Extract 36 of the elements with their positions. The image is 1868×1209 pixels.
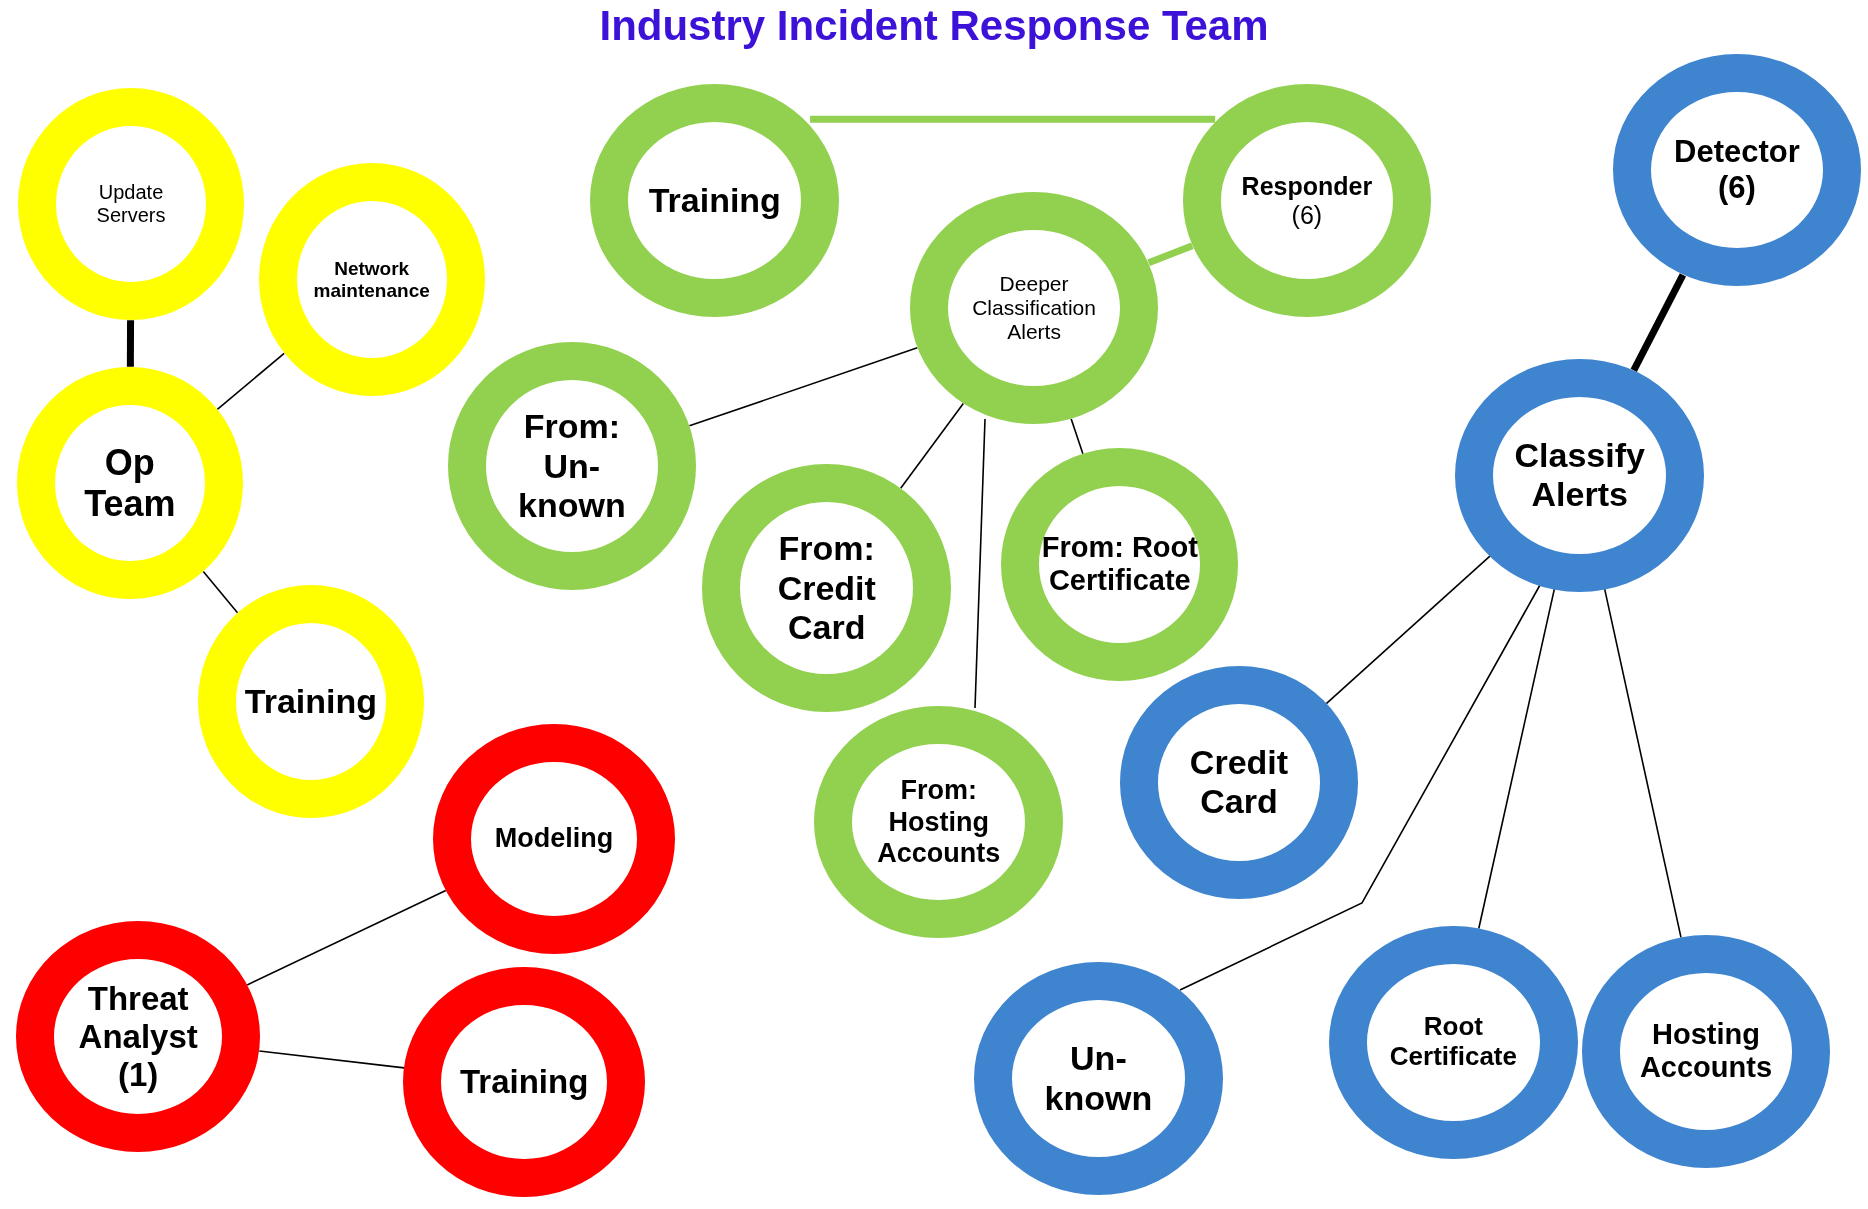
node-label: Deeper Classification Alerts <box>971 271 1097 345</box>
node-label: Responder (6) <box>1240 171 1374 230</box>
connector-line <box>899 402 965 489</box>
connector-line <box>216 352 285 411</box>
node-label: Update Servers <box>95 180 167 227</box>
connector-line <box>688 347 919 427</box>
node-label: From: Hosting Accounts <box>876 775 1002 869</box>
node-label: Hosting Accounts <box>1638 1018 1774 1085</box>
node-label: Network maintenance <box>312 257 431 302</box>
node-label: Training <box>244 681 378 721</box>
node-label: Credit Card <box>1188 743 1290 822</box>
node-label: From: Credit Card <box>776 529 877 647</box>
node-label: Un-known <box>1043 1039 1154 1118</box>
node-label: Detector (6) <box>1673 134 1801 206</box>
connector-line <box>974 418 986 709</box>
connector-line <box>1070 418 1084 455</box>
connector-line <box>1603 588 1682 939</box>
node-label: From: Un-known <box>517 407 627 525</box>
node-label: Training <box>460 1062 589 1101</box>
connector-line <box>1147 242 1194 267</box>
node-label: Classify Alerts <box>1513 436 1646 515</box>
connector-line <box>1325 555 1491 705</box>
connector-line <box>1179 584 1541 991</box>
node-label: Root Certificate <box>1388 1012 1518 1073</box>
connector-line <box>810 115 1216 123</box>
node-label: Threat Analyst (1) <box>77 979 199 1094</box>
connector-line <box>246 889 447 986</box>
connector-line <box>1630 273 1687 372</box>
connector-line <box>1478 588 1556 930</box>
connector-line <box>202 570 239 614</box>
connector-line <box>126 320 135 367</box>
node-label: Modeling <box>494 823 614 855</box>
node-label: Op Team <box>83 441 177 525</box>
node-label: Training <box>648 181 781 221</box>
title: Industry Incident Response Team <box>598 2 1270 50</box>
node-label: From: Root Certificate <box>1040 531 1199 598</box>
